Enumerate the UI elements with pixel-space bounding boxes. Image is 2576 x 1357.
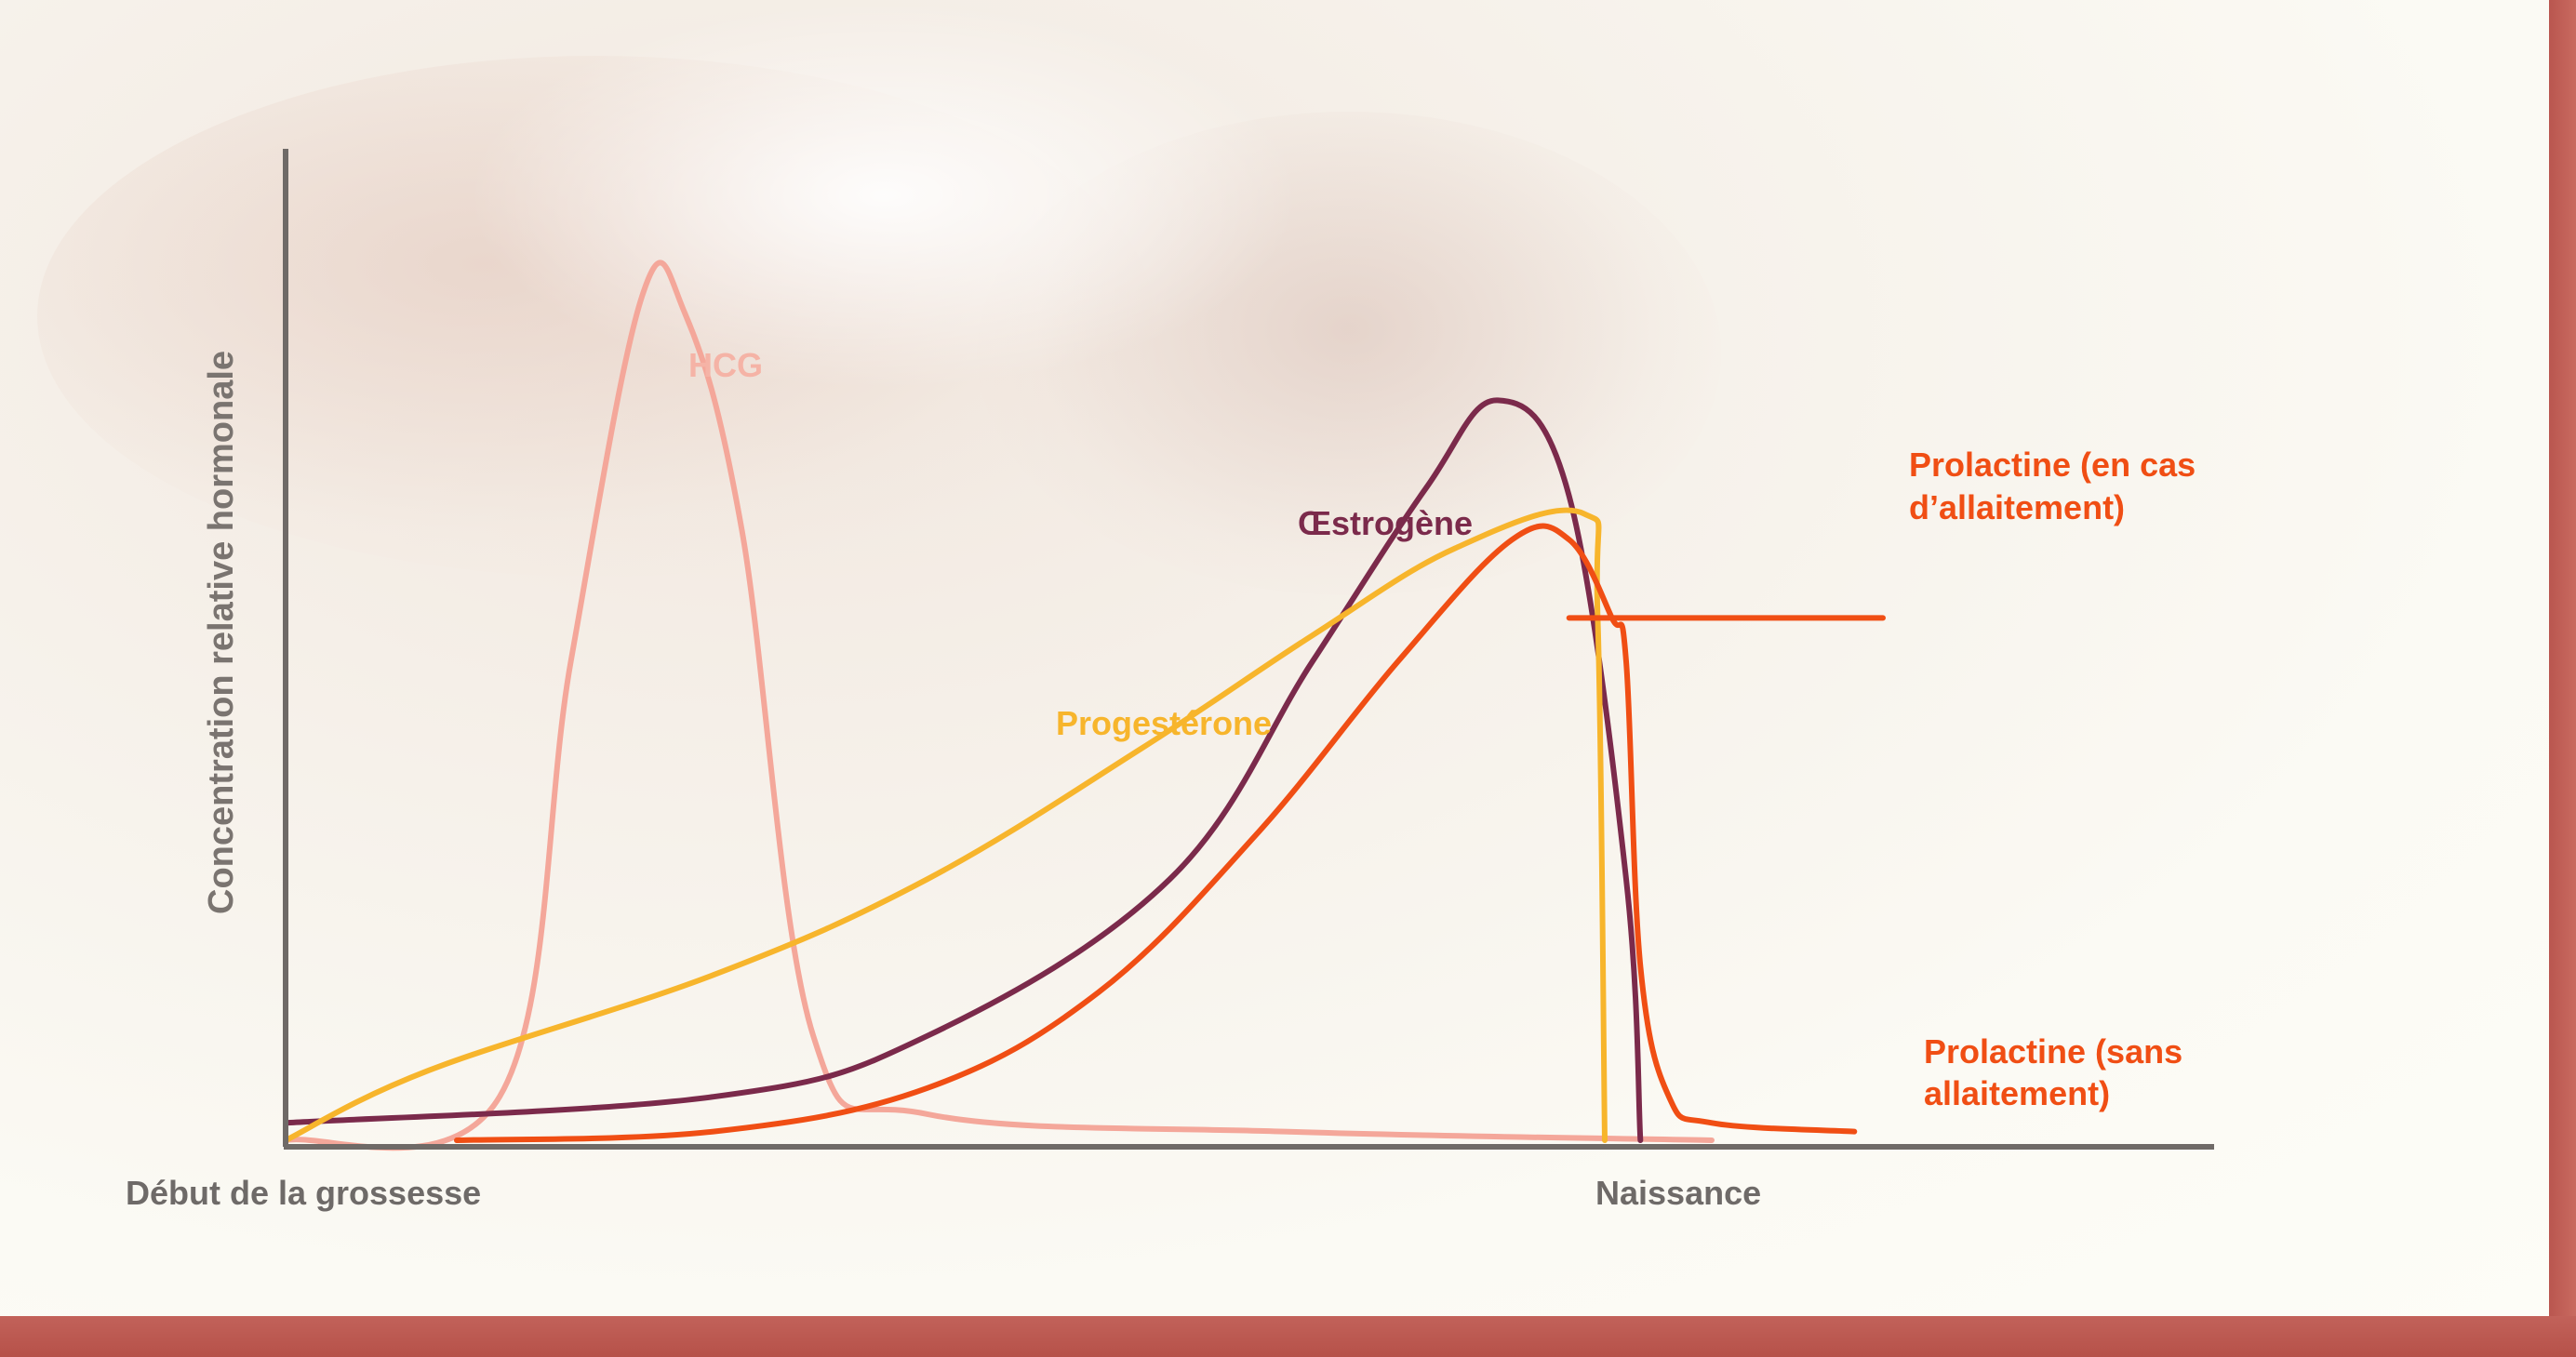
series-line-oestrogene [283, 397, 1644, 1143]
frame-border-bottom [0, 1316, 2576, 1357]
series-label-progesterone: Progestérone [1056, 704, 1272, 742]
series-label-prolactine-sans-1: Prolactine (sans [1924, 1032, 2182, 1071]
series-line-progesterone [283, 507, 1608, 1143]
series-label-prolactine-allaitement-1: Prolactine (en cas [1909, 446, 2196, 484]
series-line-hcg [283, 259, 1715, 1151]
series-line-prolactine-sans-allaitement [454, 523, 1858, 1143]
background-photo-shape [465, 0, 1302, 391]
chart-panel: Concentration relative hormonale Début d… [0, 0, 2549, 1316]
series-label-prolactine-allaitement-2: d’allaitement) [1909, 488, 2125, 526]
frame-border-right [2549, 0, 2576, 1357]
x-tick-label-start: Début de la grossesse [126, 1174, 481, 1212]
y-axis-title: Concentration relative hormonale [202, 351, 241, 914]
series-label-prolactine-sans-2: allaitement) [1924, 1074, 2110, 1112]
series-label-hcg: HCG [688, 346, 763, 384]
hormone-chart: Concentration relative hormonale Début d… [126, 149, 2214, 1212]
series-label-oestrogene: Œstrogène [1298, 504, 1473, 542]
series-layer [283, 259, 1886, 1151]
x-tick-label-birth: Naissance [1595, 1174, 1761, 1212]
